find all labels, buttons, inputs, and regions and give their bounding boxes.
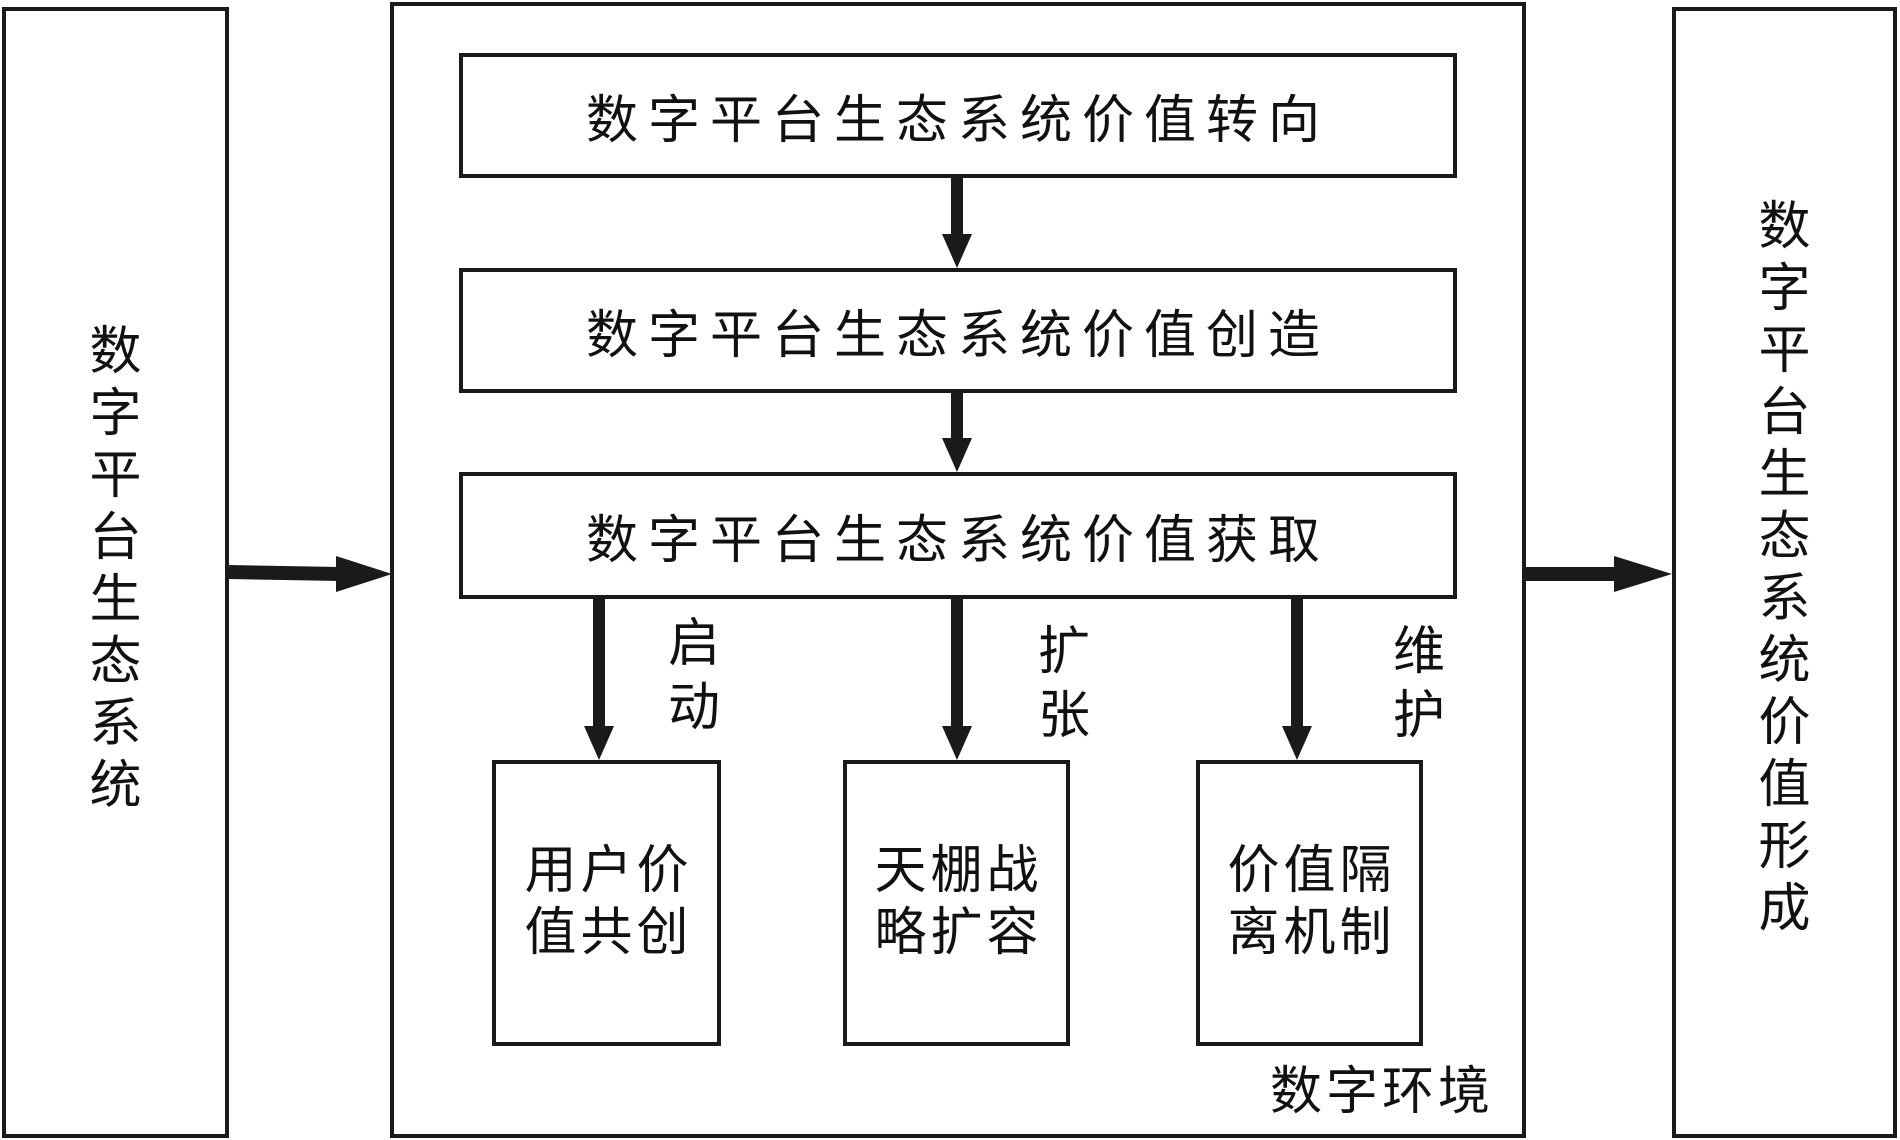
flow-box-label: 数字平台生态系统价值获取 [585,511,1330,571]
arrowhead-left-to-environment [336,556,392,592]
branch-box-label: 用户价值共创 [524,841,693,963]
flow-box-label: 数字平台生态系统价值转向 [585,91,1330,151]
branch-box-canopy-expansion: 天棚战略扩容 [843,760,1070,1046]
left-box-label: 数字平台生态系统 [89,322,142,816]
environment-label: 数字环境 [1269,1062,1494,1122]
edge-label-start: 启动 [667,614,720,738]
left-box: 数字平台生态系统 [2,7,229,1138]
arrowhead-environment-to-right [1614,556,1672,592]
edge-label-maintain: 维护 [1392,622,1445,746]
branch-box-label: 价值隔离机制 [1227,841,1396,963]
flow-box-label: 数字平台生态系统价值创造 [585,306,1330,366]
flow-box-value-turn: 数字平台生态系统价值转向 [459,53,1457,178]
arrow-left-to-environment [228,565,341,581]
flow-box-value-creation: 数字平台生态系统价值创造 [459,268,1457,393]
flow-box-value-capture: 数字平台生态系统价值获取 [459,472,1457,599]
branch-box-label: 天棚战略扩容 [874,841,1043,963]
edge-label-expand: 扩张 [1037,622,1090,746]
right-box: 数字平台生态系统价值形成 [1672,7,1897,1138]
branch-box-value-isolation: 价值隔离机制 [1196,760,1423,1046]
right-box-label: 数字平台生态系统价值形成 [1758,197,1811,939]
branch-box-user-cocreation: 用户价值共创 [492,760,721,1046]
